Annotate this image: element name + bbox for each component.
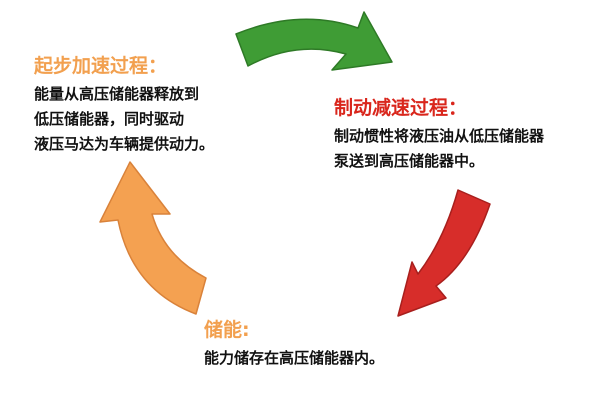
brake-phase-block: 制动减速过程： 制动惯性将液压油从低压储能器 泵送到高压储能器中。 bbox=[334, 96, 544, 174]
start-phase-line-3: 液压马达为车辆提供动力。 bbox=[34, 135, 215, 153]
green-arrow-shape bbox=[235, 11, 393, 71]
store-phase-block: 储能: 能力储存在高压储能器内。 bbox=[204, 318, 384, 371]
orange-arrow-shape bbox=[99, 161, 207, 315]
start-phase-line-2: 低压储能器，同时驱动 bbox=[34, 110, 185, 128]
brake-phase-line-1: 制动惯性将液压油从低压储能器 bbox=[334, 127, 545, 145]
red-arrow-shape bbox=[397, 189, 491, 317]
store-phase-line-1: 能力储存在高压储能器内。 bbox=[204, 349, 385, 367]
brake-phase-line-2: 泵送到高压储能器中。 bbox=[334, 152, 485, 170]
start-phase-block: 起步加速过程： 能量从高压储能器释放到 低压储能器，同时驱动 液压马达为车辆提供… bbox=[34, 54, 214, 157]
brake-phase-title: 制动减速过程： bbox=[334, 97, 468, 119]
start-phase-line-1: 能量从高压储能器释放到 bbox=[34, 85, 200, 103]
start-phase-title: 起步加速过程： bbox=[34, 55, 168, 77]
store-phase-title: 储能: bbox=[204, 319, 250, 341]
